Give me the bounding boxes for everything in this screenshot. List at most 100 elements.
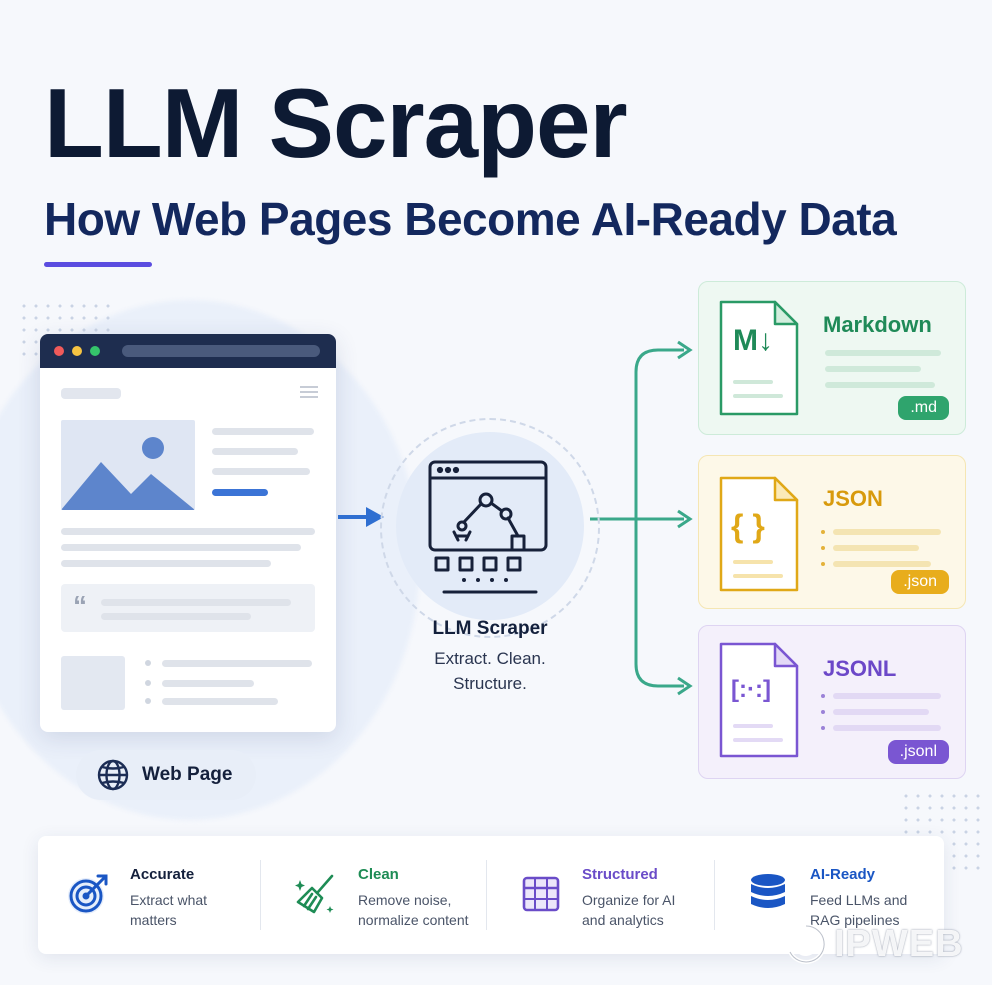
quote-block: “ xyxy=(61,584,315,632)
feature-desc-line: RAG pipelines xyxy=(810,912,900,928)
feature-title: Accurate xyxy=(130,866,195,883)
watermark-text: IPWEB xyxy=(834,922,964,965)
page-logo-placeholder xyxy=(61,388,121,399)
web-page-text: Web Page xyxy=(142,764,233,785)
feature-clean: Clean Remove noise, normalize content xyxy=(266,836,488,954)
jsonl-glyph: [:·:] xyxy=(731,676,771,703)
text-line xyxy=(833,561,931,567)
bullet xyxy=(145,660,151,666)
tagline-line-2: Structure. xyxy=(453,674,527,693)
feature-desc: Feed LLMs and RAG pipelines xyxy=(810,890,940,930)
processor-circle xyxy=(396,432,584,620)
output-card-json: { } JSON .json xyxy=(698,455,966,609)
address-bar xyxy=(122,345,320,357)
text-line xyxy=(833,545,919,551)
feature-desc: Extract what matters xyxy=(130,890,260,930)
text-line xyxy=(162,680,254,687)
link-line xyxy=(212,489,268,496)
output-card-markdown: M↓ Markdown .md xyxy=(698,281,966,435)
broom-icon xyxy=(295,874,334,914)
thumbnail-placeholder xyxy=(61,656,125,710)
database-icon xyxy=(751,874,785,908)
feature-desc-line: Feed LLMs and xyxy=(810,892,908,908)
tagline-line-1: Extract. Clean. xyxy=(434,649,546,668)
feature-ai-ready: AI-Ready Feed LLMs and RAG pipelines xyxy=(718,836,940,954)
ext-badge-md: .md xyxy=(898,396,949,420)
table-icon xyxy=(522,876,560,912)
output-name-json: JSON xyxy=(823,486,883,511)
window-minimize-dot xyxy=(72,346,82,356)
divider xyxy=(486,860,487,930)
jsonl-file-icon xyxy=(719,642,799,758)
feature-accurate: Accurate Extract what matters xyxy=(38,836,260,954)
web-page-mockup: “ xyxy=(40,334,336,732)
ext-badge-json: .json xyxy=(891,570,949,594)
feature-title: Clean xyxy=(358,866,399,883)
bullet xyxy=(821,562,825,566)
arrowhead-markdown xyxy=(677,340,693,360)
text-line xyxy=(162,698,278,705)
feature-strip: Accurate Extract what matters Clean Remo… xyxy=(38,836,944,954)
json-glyph: { } xyxy=(731,508,765,544)
target-icon xyxy=(68,874,108,914)
text-line xyxy=(101,613,251,620)
text-line xyxy=(833,709,929,715)
arrowhead-jsonl xyxy=(677,676,693,696)
landscape-icon xyxy=(61,437,195,510)
processor-title: LLM Scraper xyxy=(432,618,548,639)
bullet xyxy=(821,694,825,698)
quote-mark-icon: “ xyxy=(73,590,87,621)
text-line xyxy=(101,599,291,606)
arrowhead-json xyxy=(677,509,693,529)
output-card-jsonl: [:·:] JSONL .jsonl xyxy=(698,625,966,779)
text-line xyxy=(61,528,315,535)
text-line xyxy=(833,693,941,699)
image-placeholder xyxy=(61,420,195,510)
markdown-file-icon xyxy=(719,300,799,416)
divider xyxy=(714,860,715,930)
output-branches xyxy=(590,348,684,688)
divider xyxy=(260,860,261,930)
title-underline xyxy=(44,262,152,267)
text-line xyxy=(162,660,312,667)
processor-tagline: Extract. Clean. Structure. xyxy=(380,646,600,696)
web-page-label: Web Page xyxy=(76,750,256,800)
page-title: LLM Scraper xyxy=(44,68,628,178)
bullet xyxy=(145,698,151,704)
feature-title: AI-Ready xyxy=(810,866,876,883)
feature-desc-line: and analytics xyxy=(582,912,664,928)
feature-desc-line: matters xyxy=(130,912,177,928)
bullet xyxy=(821,710,825,714)
ext-badge-jsonl: .jsonl xyxy=(887,740,949,764)
window-close-dot xyxy=(54,346,64,356)
text-line xyxy=(825,366,921,372)
markdown-glyph: M↓ xyxy=(733,324,773,357)
text-line xyxy=(61,544,301,551)
output-name-jsonl: JSONL xyxy=(823,656,897,681)
text-line xyxy=(61,560,271,567)
bullet xyxy=(145,680,151,686)
text-line xyxy=(825,382,935,388)
feature-desc-line: Organize for AI xyxy=(582,892,676,908)
text-line xyxy=(833,725,941,731)
window-maximize-dot xyxy=(90,346,100,356)
bullet xyxy=(821,546,825,550)
feature-desc: Remove noise, normalize content xyxy=(358,890,492,930)
page-subtitle: How Web Pages Become AI-Ready Data xyxy=(44,193,897,245)
feature-structured: Structured Organize for AI and analytics xyxy=(490,836,712,954)
watermark: IPWEB xyxy=(784,922,964,966)
text-line xyxy=(212,428,314,435)
bullet xyxy=(821,530,825,534)
browser-title-bar xyxy=(40,334,336,368)
feature-desc-line: Remove noise, xyxy=(358,892,452,908)
feature-desc-line: normalize content xyxy=(358,912,469,928)
feature-desc-line: Extract what xyxy=(130,892,208,908)
processor-ring xyxy=(380,418,600,638)
text-line xyxy=(212,468,310,475)
json-file-icon xyxy=(719,476,799,592)
hamburger-menu-icon xyxy=(300,386,318,398)
text-line xyxy=(833,529,941,535)
feature-desc: Organize for AI and analytics xyxy=(582,890,712,930)
feature-title: Structured xyxy=(582,866,658,883)
bullet xyxy=(821,726,825,730)
